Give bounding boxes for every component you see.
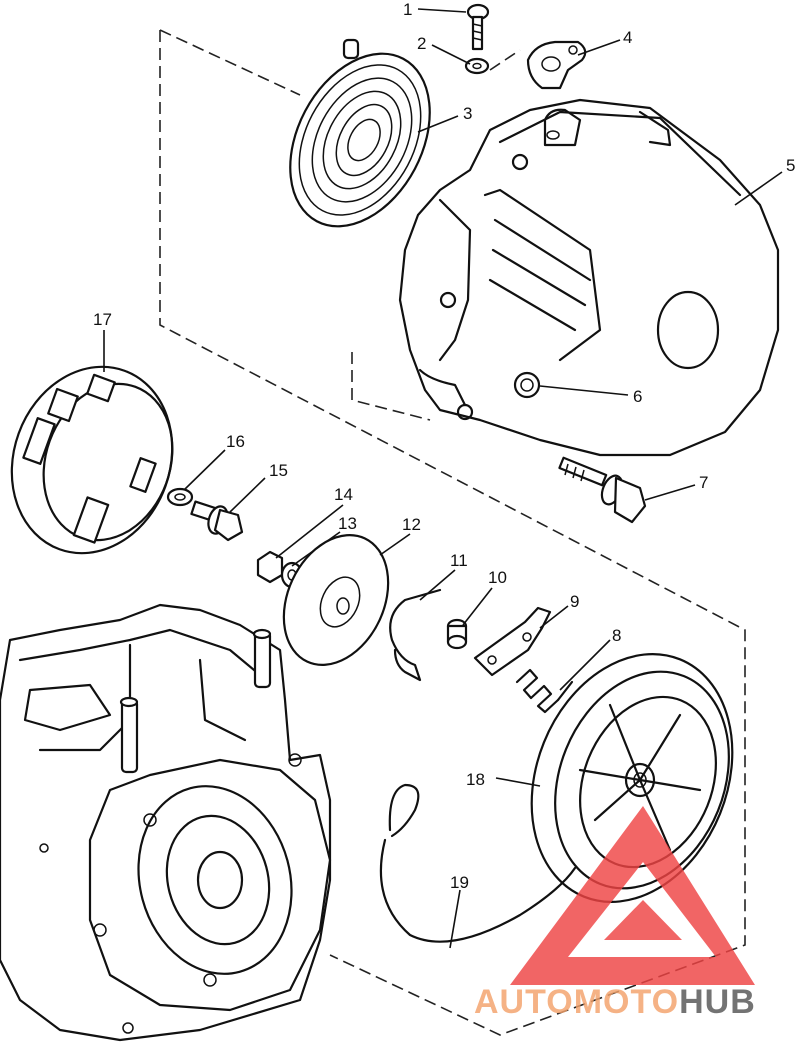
part-recoil-spring	[289, 38, 431, 228]
callout-17: 17	[93, 310, 112, 329]
boundary-top-dashed	[159, 29, 301, 96]
callout-14: 14	[334, 485, 353, 504]
watermark-moto: MOTO	[574, 983, 679, 1021]
part-washer-small	[464, 57, 490, 75]
callout-1: 1	[403, 0, 412, 19]
engine-crankcase	[0, 603, 332, 1042]
watermark-hub: HUB	[679, 983, 756, 1021]
part-screw	[466, 3, 490, 51]
assembly-boundary-dashed	[159, 30, 746, 1036]
callout-10: 10	[488, 568, 507, 587]
callout-4: 4	[623, 28, 632, 47]
watermark-auto: AUTO	[474, 983, 574, 1021]
part-starter-rope	[379, 783, 577, 943]
callout-8: 8	[612, 626, 621, 645]
cover-lower-boundary-dashed	[351, 352, 431, 421]
callout-3: 3	[463, 104, 472, 123]
part-bolt-long	[558, 456, 647, 524]
callout-7: 7	[699, 473, 708, 492]
callout-19: 19	[450, 873, 469, 892]
part-flange-bolt	[190, 500, 244, 542]
callout-11: 11	[450, 551, 468, 570]
callout-6: 6	[633, 387, 642, 406]
callout-5: 5	[786, 156, 795, 175]
callout-labels: 1 2 3 4 5 6 7 8 9 10 11 12 13 14 15 16 1…	[93, 0, 795, 892]
callout-12: 12	[402, 515, 421, 534]
callout-2: 2	[417, 34, 426, 53]
part-pulley-cup	[10, 365, 174, 555]
watermark-text: AUTOMOTOHUB	[474, 983, 756, 1021]
part-coil-spring	[515, 668, 574, 714]
part-pawl	[473, 606, 552, 677]
part-grommet	[513, 371, 541, 399]
callout-15: 15	[269, 461, 288, 480]
callout-9: 9	[570, 592, 579, 611]
callout-16: 16	[226, 432, 245, 451]
boundary-top-right-dashed	[489, 49, 521, 71]
part-recoil-pulley	[530, 652, 734, 904]
leader-lines	[103, 8, 783, 949]
watermark-triangle-icon	[510, 806, 755, 985]
watermark-inner-triangle-icon	[604, 900, 682, 940]
part-wire-spring	[389, 588, 442, 682]
part-starter-housing	[398, 98, 780, 457]
watermark-logo: AUTOMOTOHUB	[474, 806, 756, 1021]
part-pin	[446, 618, 468, 650]
part-washer-16	[166, 487, 194, 507]
part-bracket	[526, 40, 587, 90]
part-friction-plate	[282, 534, 390, 666]
callout-13: 13	[338, 514, 357, 533]
callout-18: 18	[466, 770, 485, 789]
